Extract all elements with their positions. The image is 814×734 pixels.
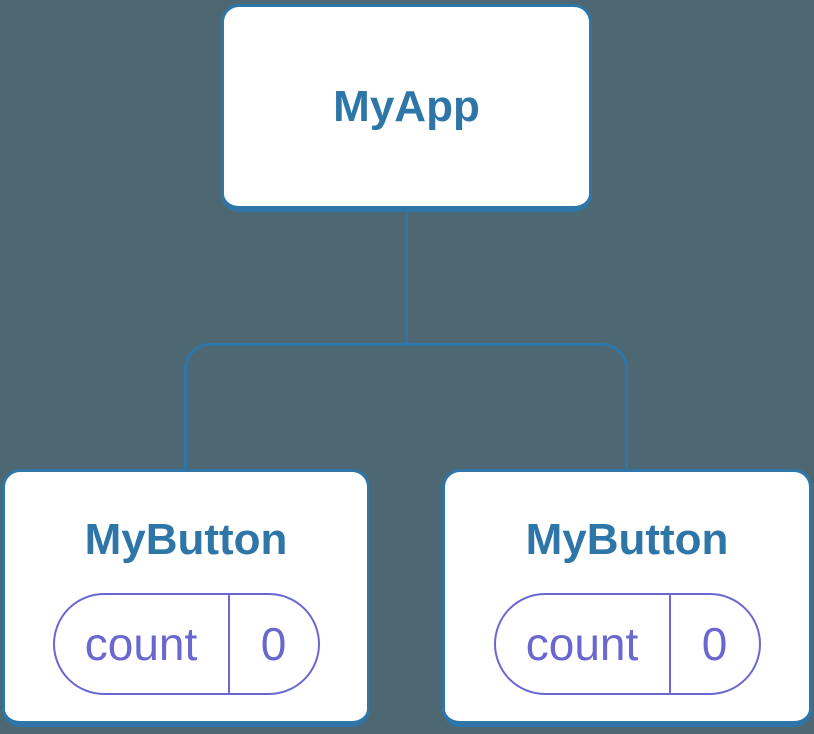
component-label-myapp: MyApp xyxy=(333,81,480,131)
connector-stem xyxy=(405,211,408,344)
state-key-1: count xyxy=(84,618,198,670)
component-label-mybutton-2: MyButton xyxy=(525,515,729,564)
component-node-mybutton-2: MyButton count 0 xyxy=(442,469,812,727)
connector-bracket xyxy=(184,343,628,469)
state-pill-2: count 0 xyxy=(493,593,761,695)
component-node-myapp: MyApp xyxy=(221,4,592,212)
component-label-mybutton-1: MyButton xyxy=(84,515,288,564)
state-value-2: 0 xyxy=(668,595,759,693)
state-pill-1: count 0 xyxy=(52,593,320,695)
state-key-2: count xyxy=(525,618,639,670)
component-node-mybutton-1: MyButton count 0 xyxy=(2,469,370,727)
state-value-1: 0 xyxy=(227,595,318,693)
